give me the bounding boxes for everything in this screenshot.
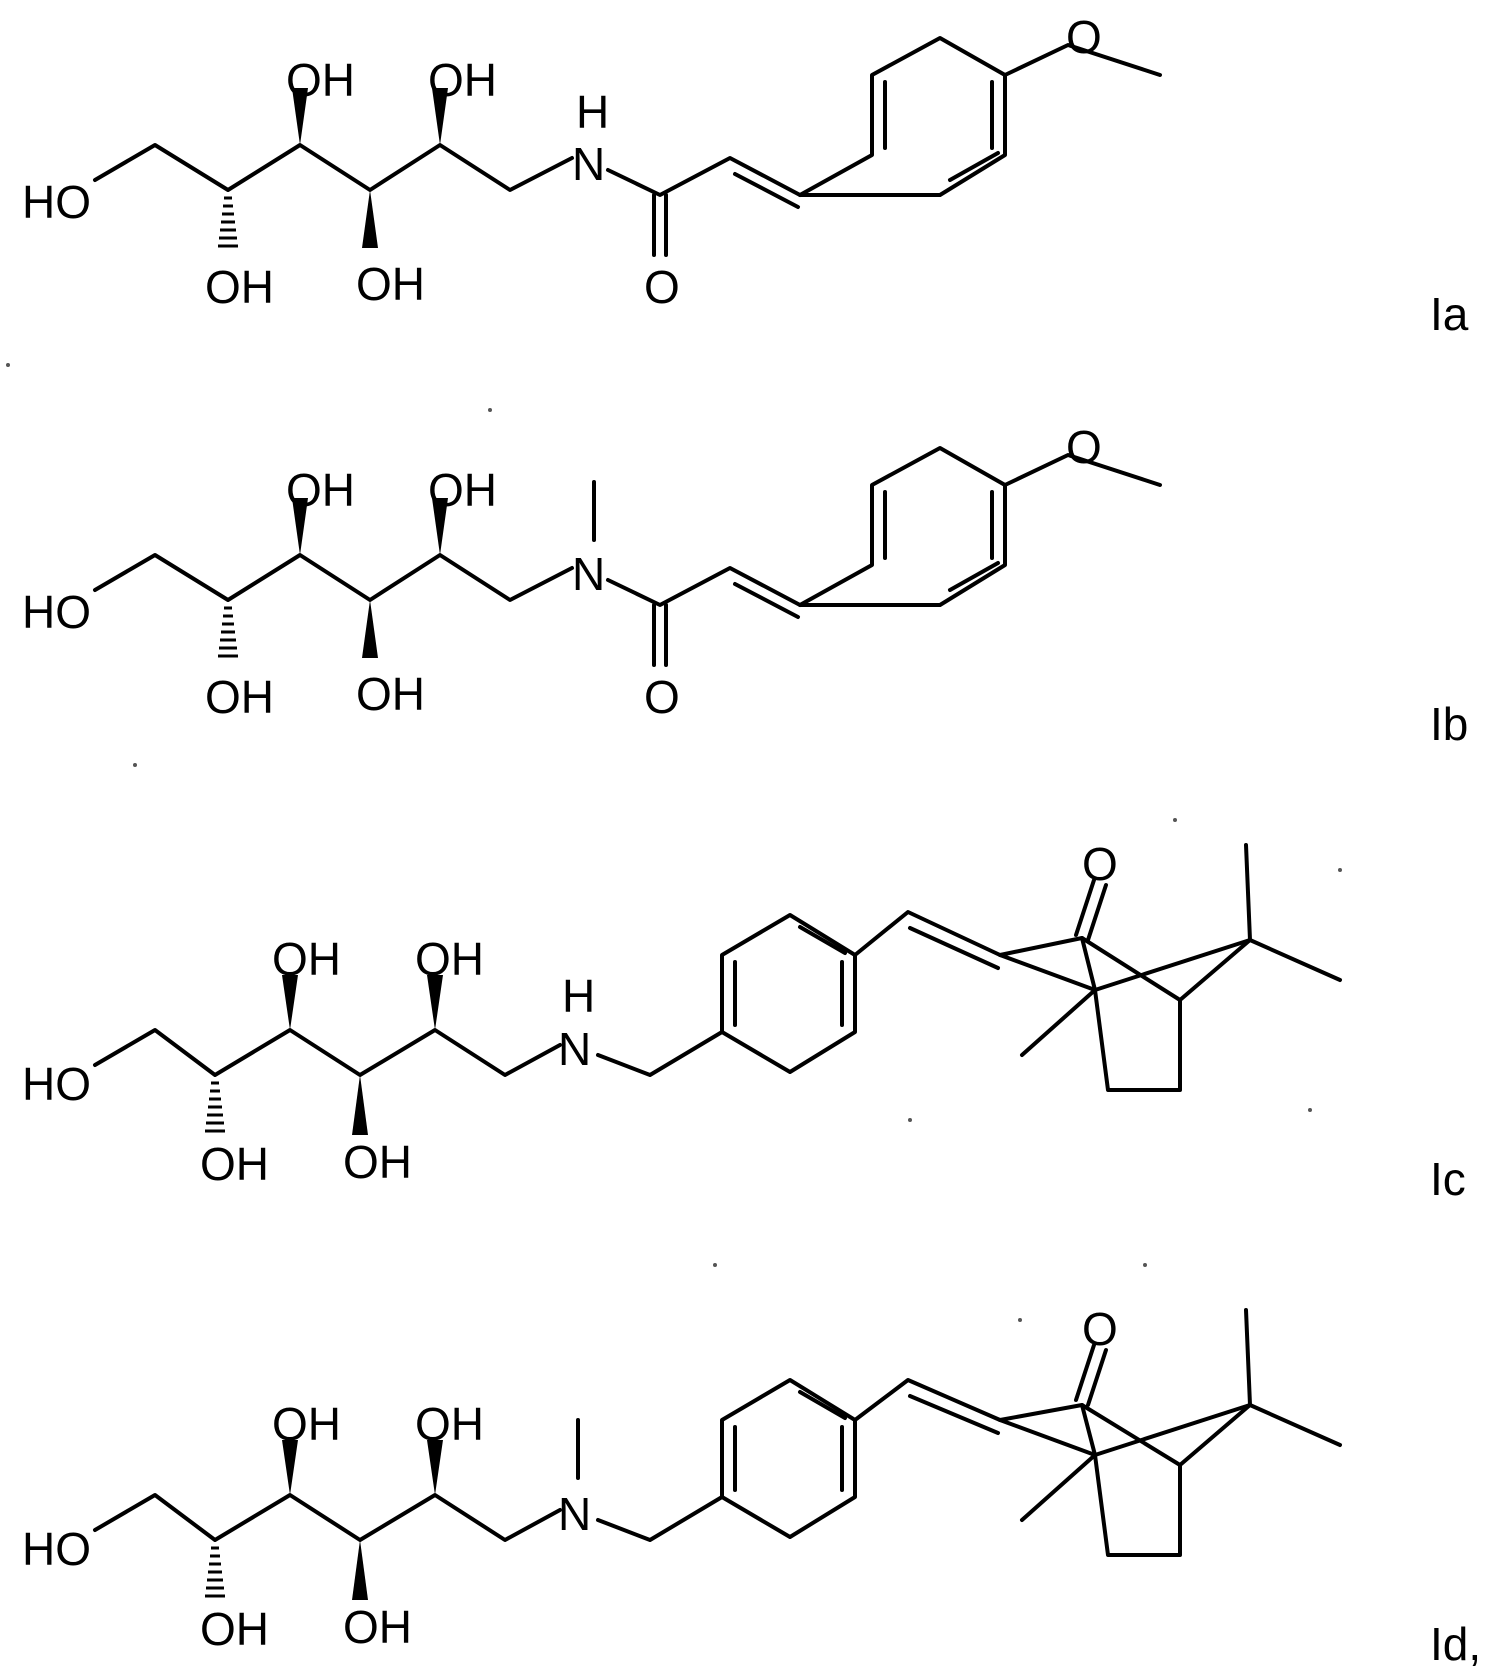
compound-label: Ic [1430, 1153, 1466, 1205]
o-label: O [1082, 838, 1118, 890]
oh-label: OH [200, 1138, 269, 1190]
oh-label: OH [415, 1398, 484, 1450]
ho-label: HO [22, 176, 91, 228]
oh-label: OH [343, 1601, 412, 1653]
n-label: N [558, 1488, 591, 1540]
oh-label: OH [200, 1603, 269, 1655]
compound-label: Ib [1430, 698, 1468, 750]
ho-label: HO [22, 1523, 91, 1575]
o-label: O [644, 261, 680, 313]
n-label: N [572, 548, 605, 600]
oh-label: OH [428, 464, 497, 516]
ho-label: HO [22, 1058, 91, 1110]
oh-label: OH [286, 54, 355, 106]
oh-label: OH [415, 933, 484, 985]
o-label: O [1066, 11, 1102, 63]
o-label: O [1082, 1303, 1118, 1355]
oh-label: OH [356, 258, 425, 310]
o-label: O [644, 671, 680, 723]
oh-label: OH [428, 54, 497, 106]
oh-label: OH [286, 464, 355, 516]
oh-label: OH [205, 671, 274, 723]
oh-label: OH [356, 668, 425, 720]
n-label: N [572, 138, 605, 190]
oh-label: OH [205, 261, 274, 313]
oh-label: OH [272, 1398, 341, 1450]
compound-label: Ia [1430, 288, 1469, 340]
n-label: N [558, 1023, 591, 1075]
h-label: H [576, 86, 609, 138]
oh-label: OH [343, 1136, 412, 1188]
h-label: H [562, 970, 595, 1022]
ho-label: HO [22, 586, 91, 638]
compound-label: Id, [1430, 1618, 1481, 1669]
oh-label: OH [272, 933, 341, 985]
o-label: O [1066, 421, 1102, 473]
